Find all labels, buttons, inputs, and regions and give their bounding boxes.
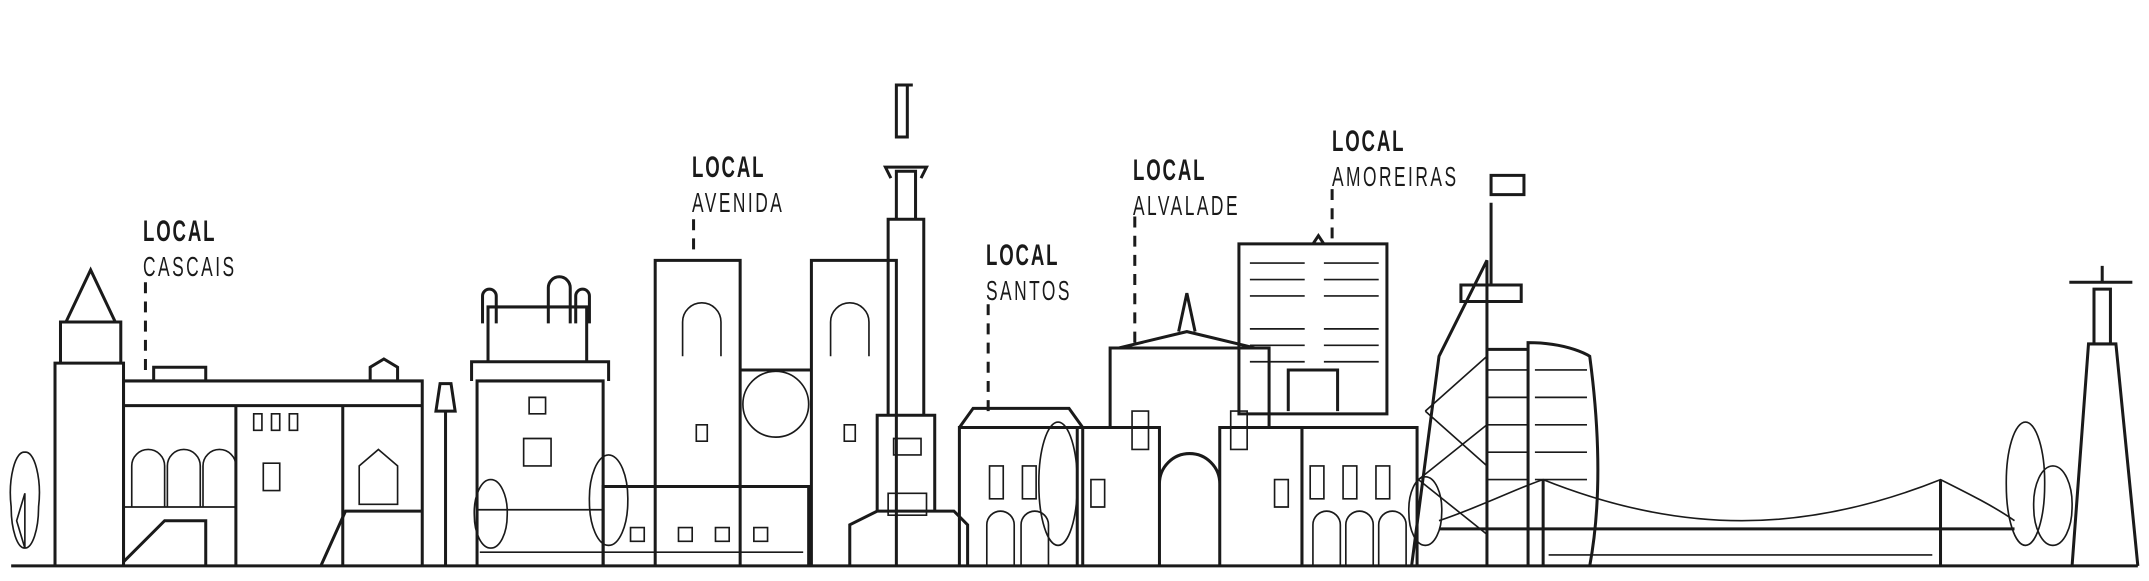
se-cathedral — [479, 219, 898, 566]
location-name: ALVALADE — [1133, 190, 1241, 221]
restauradores-monument — [848, 83, 970, 566]
location-title: LOCAL — [692, 151, 766, 184]
location-name: AVENIDA — [692, 187, 785, 218]
location-name: CASCAIS — [143, 251, 237, 282]
location-label-alvalade[interactable]: LOCAL ALVALADE — [1133, 156, 1240, 220]
modern-towers — [1410, 173, 1600, 567]
location-label-cascais[interactable]: LOCAL CASCAIS — [143, 217, 237, 281]
location-title: LOCAL — [1332, 125, 1406, 158]
amoreiras-towers — [1237, 189, 1389, 416]
location-name: AMOREIRAS — [1332, 161, 1459, 192]
belem-tower — [434, 275, 611, 566]
location-name: SANTOS — [986, 275, 1072, 306]
cristo-rei — [2005, 265, 2140, 567]
location-title: LOCAL — [986, 239, 1060, 272]
location-label-santos[interactable]: LOCAL SANTOS — [986, 241, 1072, 305]
location-label-avenida[interactable]: LOCAL AVENIDA — [692, 153, 784, 217]
location-label-amoreiras[interactable]: LOCAL AMOREIRAS — [1332, 127, 1458, 191]
location-title: LOCAL — [1133, 154, 1207, 187]
cascais-buildings — [9, 266, 424, 567]
arco-rua-augusta — [1075, 216, 1443, 566]
santos-buildings — [957, 304, 1085, 566]
25-de-abril-bridge — [1438, 478, 2015, 566]
location-title: LOCAL — [143, 215, 217, 248]
